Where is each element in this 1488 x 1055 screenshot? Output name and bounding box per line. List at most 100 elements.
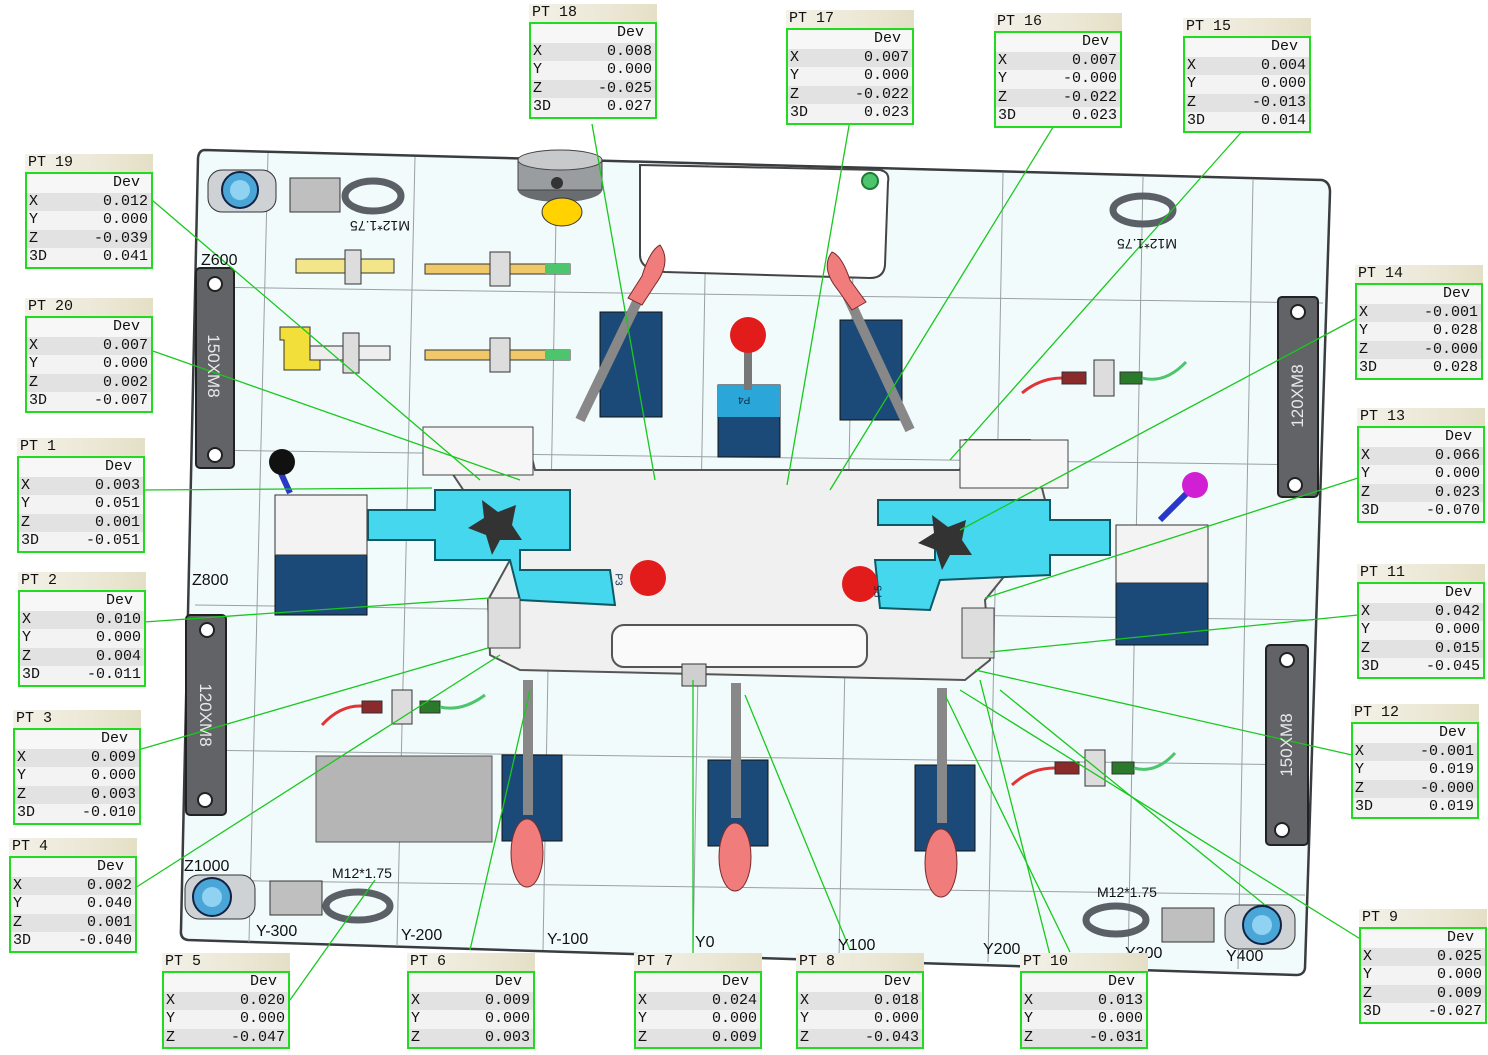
callout-axis-label: X bbox=[22, 610, 32, 628]
callout-axis-label: 3D bbox=[21, 532, 40, 549]
axis-label-y0: Y0 bbox=[695, 934, 715, 951]
callout-axis-label: Z bbox=[22, 647, 32, 665]
callout-row: Z-0.047 bbox=[164, 1028, 288, 1047]
left-side-block bbox=[487, 597, 521, 649]
callout-title: PT 7 bbox=[634, 953, 762, 971]
callout-axis-label: X bbox=[1355, 742, 1365, 760]
callout-header-spacer bbox=[531, 24, 559, 43]
callout-deviation-value: -0.011 bbox=[86, 666, 141, 683]
callout-header-spacer bbox=[20, 592, 48, 611]
callout-axis-label: Z bbox=[21, 513, 31, 531]
callout-header-spacer bbox=[409, 973, 437, 992]
callout-deviation-value: 0.000 bbox=[606, 61, 652, 78]
callout-row: Z-0.025 bbox=[531, 79, 655, 98]
datum-tag-top bbox=[289, 177, 341, 213]
top-left-toggle-clamp bbox=[575, 244, 666, 423]
axis-label-y200: Y200 bbox=[983, 941, 1021, 958]
callout-header-row: Dev bbox=[1353, 724, 1477, 743]
bottom-toggle-clamp-1 bbox=[501, 680, 563, 888]
right-side-block bbox=[961, 607, 995, 659]
callout-deviation-value: 0.000 bbox=[1097, 1010, 1143, 1027]
callout-header-label: Dev bbox=[100, 730, 128, 747]
axis-label-ym100: Y-100 bbox=[547, 931, 589, 948]
callout-deviation-value: 0.008 bbox=[606, 42, 652, 60]
callout-deviation-value: 0.001 bbox=[86, 913, 132, 931]
bushing-bottom-right bbox=[1224, 904, 1296, 950]
callout-deviation-value: 0.000 bbox=[95, 629, 141, 646]
callout-deviation-value: 0.009 bbox=[1436, 984, 1482, 1002]
center-plunger bbox=[717, 317, 781, 458]
callout-header-spacer bbox=[1361, 929, 1389, 948]
callout-axis-label: 3D bbox=[29, 248, 48, 265]
callout-axis-label: X bbox=[166, 991, 176, 1009]
callout-deviation-value: -0.040 bbox=[77, 932, 132, 949]
leader-lines bbox=[134, 119, 1363, 1001]
datum-tag-bottom-left bbox=[269, 880, 323, 916]
callout-axis-label: Z bbox=[1359, 340, 1369, 358]
callout-axis-label: 3D bbox=[13, 932, 32, 949]
callout-deviation-value: 0.000 bbox=[484, 1010, 530, 1027]
callout-row: 3D-0.045 bbox=[1359, 658, 1483, 677]
left-clamp-block bbox=[269, 449, 368, 616]
callout-row: Z-0.043 bbox=[798, 1028, 922, 1047]
callout-deviation-value: -0.031 bbox=[1088, 1028, 1143, 1046]
callout-axis-label: X bbox=[533, 42, 543, 60]
callout-title: PT 4 bbox=[9, 838, 137, 856]
callout-deviation-value: 0.000 bbox=[239, 1010, 285, 1027]
callout-header-spacer bbox=[788, 30, 816, 49]
callout-header-row: Dev bbox=[1022, 973, 1146, 992]
callout-header-label: Dev bbox=[616, 24, 644, 41]
callout-deviation-value: 0.027 bbox=[606, 98, 652, 115]
callout-deviation-value: 0.014 bbox=[1260, 112, 1306, 129]
callout-axis-label: Y bbox=[21, 495, 31, 512]
callout-header-row: Dev bbox=[531, 24, 655, 43]
callout-header-spacer bbox=[1185, 38, 1213, 57]
callout-deviation-value: -0.047 bbox=[230, 1028, 285, 1046]
callout-title: PT 18 bbox=[529, 4, 657, 22]
callout-axis-label: X bbox=[13, 876, 23, 894]
callout-deviation-value: 0.066 bbox=[1434, 446, 1480, 464]
callout-axis-label: Z bbox=[29, 373, 39, 391]
callout-header-spacer bbox=[164, 973, 192, 992]
callout-row: X 0.008 bbox=[531, 42, 655, 61]
callout-header-spacer bbox=[1359, 428, 1387, 447]
callout-axis-label: X bbox=[29, 336, 39, 354]
callout-title: PT 9 bbox=[1359, 909, 1487, 927]
top-cylinder bbox=[517, 149, 603, 227]
axis-label-z800: Z800 bbox=[192, 572, 229, 589]
